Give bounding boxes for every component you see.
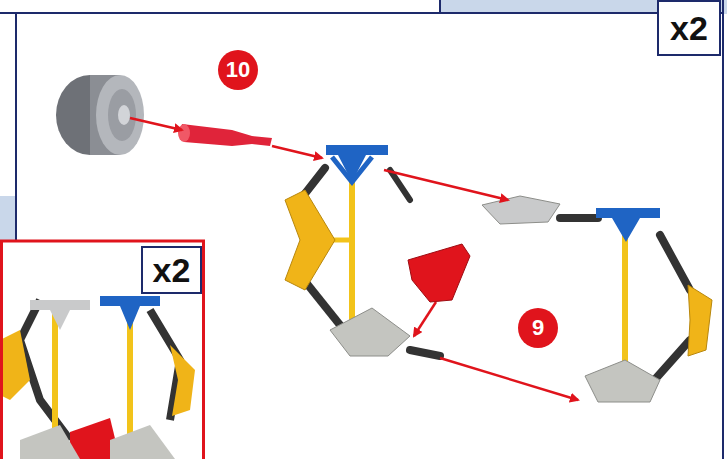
- quantity-label: x2: [153, 251, 191, 290]
- callout-number: 10: [226, 57, 250, 83]
- wheel-part: [56, 75, 144, 155]
- step-number: 10: [218, 50, 258, 90]
- quantity-box: x2: [141, 246, 202, 294]
- callout-number: 9: [532, 315, 544, 341]
- quantity-box: x2: [657, 0, 721, 56]
- right-loop-part: [482, 196, 712, 402]
- step-number: 9: [518, 308, 558, 348]
- inset-panel: [0, 240, 205, 459]
- red-rod-part: [178, 124, 272, 146]
- quantity-label: x2: [670, 9, 708, 48]
- red-connector-part: [408, 244, 470, 302]
